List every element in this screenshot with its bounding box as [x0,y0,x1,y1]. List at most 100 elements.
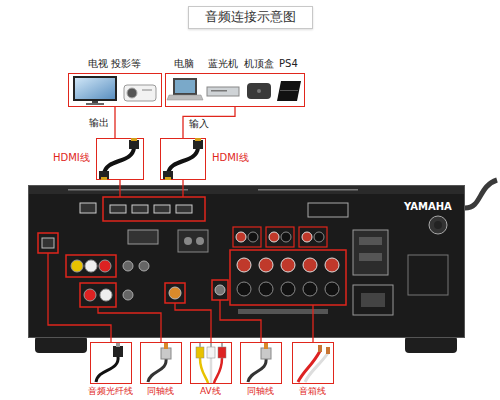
jack-symbol [123,290,133,300]
jack-symbol [139,261,149,271]
panel-shape [176,205,192,213]
panel-shape [116,343,120,347]
panel-shape [128,230,158,244]
panel-shape [165,177,171,180]
amp-foot [35,336,87,353]
panel-shape [230,250,346,305]
power-cord [465,180,497,208]
panel-shape [38,233,58,253]
jack-symbol [184,237,192,245]
wire-path [119,185,120,197]
wire-path [312,305,313,338]
panel-shape [361,293,385,307]
panel-shape [280,90,298,91]
coax-cable-illustration [240,342,282,384]
panel-shape [326,347,330,354]
wire-path [175,303,211,338]
wire-path [96,356,118,382]
panel-shape [80,283,116,307]
panel-shape [103,197,205,221]
jack-symbol [99,260,111,272]
jack-symbol [169,287,181,299]
hdmi-cable-illustration [96,138,144,180]
source-group: 电脑蓝光机机顶盒PS4 [165,73,305,107]
device-label: 电视 投影等 [88,58,141,70]
panel-shape [113,346,123,357]
device-label: 电脑 [174,58,194,70]
panel-shape [101,177,107,180]
panel-shape [164,343,168,349]
jack-symbol [85,260,97,272]
panel-shape [238,309,328,314]
jack-symbol [257,89,261,93]
jack-symbol [303,282,317,296]
coax-cable-illustration [140,342,182,384]
connection-label: 输入 [188,118,210,130]
panel-shape [75,78,115,99]
av-cable: AV线 [190,342,232,384]
jack-symbol [215,285,225,295]
wire-path [248,358,266,382]
jack-symbol [429,216,447,234]
panel-shape [211,90,227,92]
jack-symbol [259,282,273,296]
jack-symbol [281,282,295,296]
panel-shape [161,348,171,359]
coax-cable: 同轴线 [240,342,282,384]
wire-path [200,358,208,383]
panel-shape [68,189,188,191]
jack-symbol [302,232,312,242]
panel-shape [175,80,195,93]
panel-shape [221,343,223,347]
cable-label: HDMI线 [53,152,90,164]
panel-shape [42,238,54,248]
wire-path [220,300,261,338]
panel-shape [110,205,126,213]
panel-shape [124,85,156,101]
device-shape [277,81,301,101]
source-group-illustration [165,73,305,107]
device-label: PS4 [279,58,298,70]
panel-shape [247,83,271,99]
panel-shape [142,89,152,91]
jack-symbol [325,282,339,296]
device-label: 蓝光机 [208,58,238,70]
av-cable-illustration [190,342,232,384]
wire-path [305,353,328,382]
wire-path [98,307,161,338]
cable-label: 音频光纤线 [88,386,133,396]
jack-symbol [71,260,83,272]
panel-shape [353,230,388,275]
amp-foot [405,336,457,353]
wire-path [214,358,222,383]
panel-shape [178,230,208,252]
panel-shape [212,280,228,300]
panel-shape [359,237,382,245]
panel-shape [132,205,148,213]
panel-shape [266,227,294,247]
display-group-illustration [68,73,162,107]
cable-label: AV线 [200,386,221,396]
panel-shape [92,101,98,103]
jack-symbol [123,261,133,271]
speaker-wire: 音箱线 [292,342,334,384]
hdmi-cable: HDMI线 [160,138,206,180]
panel-shape [29,186,464,194]
jack-symbol [236,232,246,242]
panel-shape [193,140,203,149]
jack-symbol [281,258,295,272]
panel-shape [318,345,322,352]
panel-shape [233,227,261,247]
jack-symbol [325,258,339,272]
panel-shape [207,347,215,358]
jack-symbol [84,289,96,301]
amplifier-panel-illustration [28,185,465,338]
cable-label: 同轴线 [247,386,274,396]
panel-shape [165,283,185,303]
jack-symbol [248,232,258,242]
title-box: 音频连接示意图 [188,6,313,29]
panel-shape [408,255,448,295]
jack-symbol [303,258,317,272]
wire-path [48,253,111,338]
